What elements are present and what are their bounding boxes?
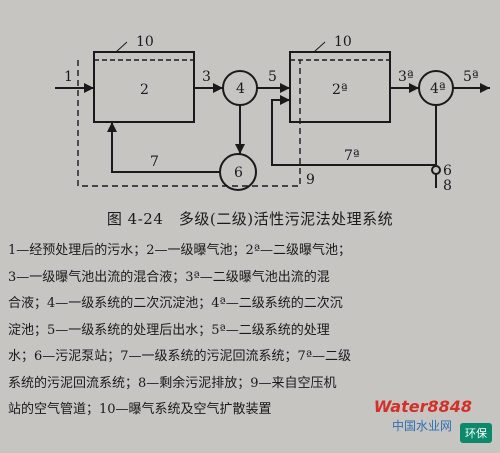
label-6: 6	[234, 165, 243, 181]
watermark-badge: 环保	[460, 423, 492, 443]
legend-line: 淀池；5—一级系统的处理后出水；5ª—二级系统的处理	[8, 322, 330, 338]
legend-line: 站的空气管道；10—曝气系统及空气扩散装置	[8, 402, 272, 417]
legend-line: 系统的污泥回流系统；8—剩余污泥排放；9—来自空压机	[8, 375, 337, 391]
legend-line: 水；6—污泥泵站；7—一级系统的污泥回流系统；7ª—二级	[8, 349, 351, 364]
label-2b: 2ª	[332, 82, 348, 98]
legend-line: 1—经预处理后的污水；2—一级曝气池；2ª—二级曝气池；	[8, 243, 351, 258]
label-1: 1	[64, 69, 73, 85]
arrow-5	[280, 83, 290, 93]
label-9: 9	[306, 172, 315, 188]
arrow-7	[107, 122, 117, 132]
air-pipe-9	[77, 60, 301, 187]
arrow-1	[84, 83, 94, 93]
watermark: Water8848 中国水业网 环保	[352, 395, 492, 449]
label-10b: 10	[334, 34, 352, 50]
label-7b: 7ª	[344, 148, 360, 164]
label-10a: 10	[136, 34, 154, 50]
label-3: 3	[202, 69, 211, 85]
return-7	[111, 122, 220, 173]
figure-caption: 图 4-24 多级(二级)活性污泥法处理系统	[106, 210, 394, 228]
legend-line: 3—一级曝气池出流的混合液；3ª—二级曝气池出流的混	[8, 269, 330, 285]
label-5: 5	[268, 69, 277, 85]
label-4: 4	[236, 81, 245, 97]
label-4b: 4ª	[430, 81, 446, 97]
watermark-brand: Water8848	[373, 397, 472, 416]
label-2: 2	[140, 82, 149, 98]
sludge-node	[431, 165, 441, 175]
watermark-sub: 中国水业网	[391, 419, 452, 433]
label-3b: 3ª	[398, 69, 414, 85]
legend: 1—经预处理后的污水；2—一级曝气池；2ª—二级曝气池； 3—一级曝气池出流的混…	[8, 238, 494, 424]
arrow-3	[213, 83, 223, 93]
label-7: 7	[150, 154, 159, 170]
arrow-5b	[480, 83, 490, 93]
arrow-7b	[280, 95, 290, 105]
legend-line: 合液；4—一级系统的二次沉淀池；4ª—二级系统的二次沉	[8, 296, 343, 311]
arrow-4-6	[235, 144, 245, 154]
label-5b: 5ª	[463, 69, 479, 85]
arrow-3b	[409, 83, 419, 93]
label-8: 8	[443, 178, 452, 194]
label-6b: 6	[443, 163, 452, 179]
